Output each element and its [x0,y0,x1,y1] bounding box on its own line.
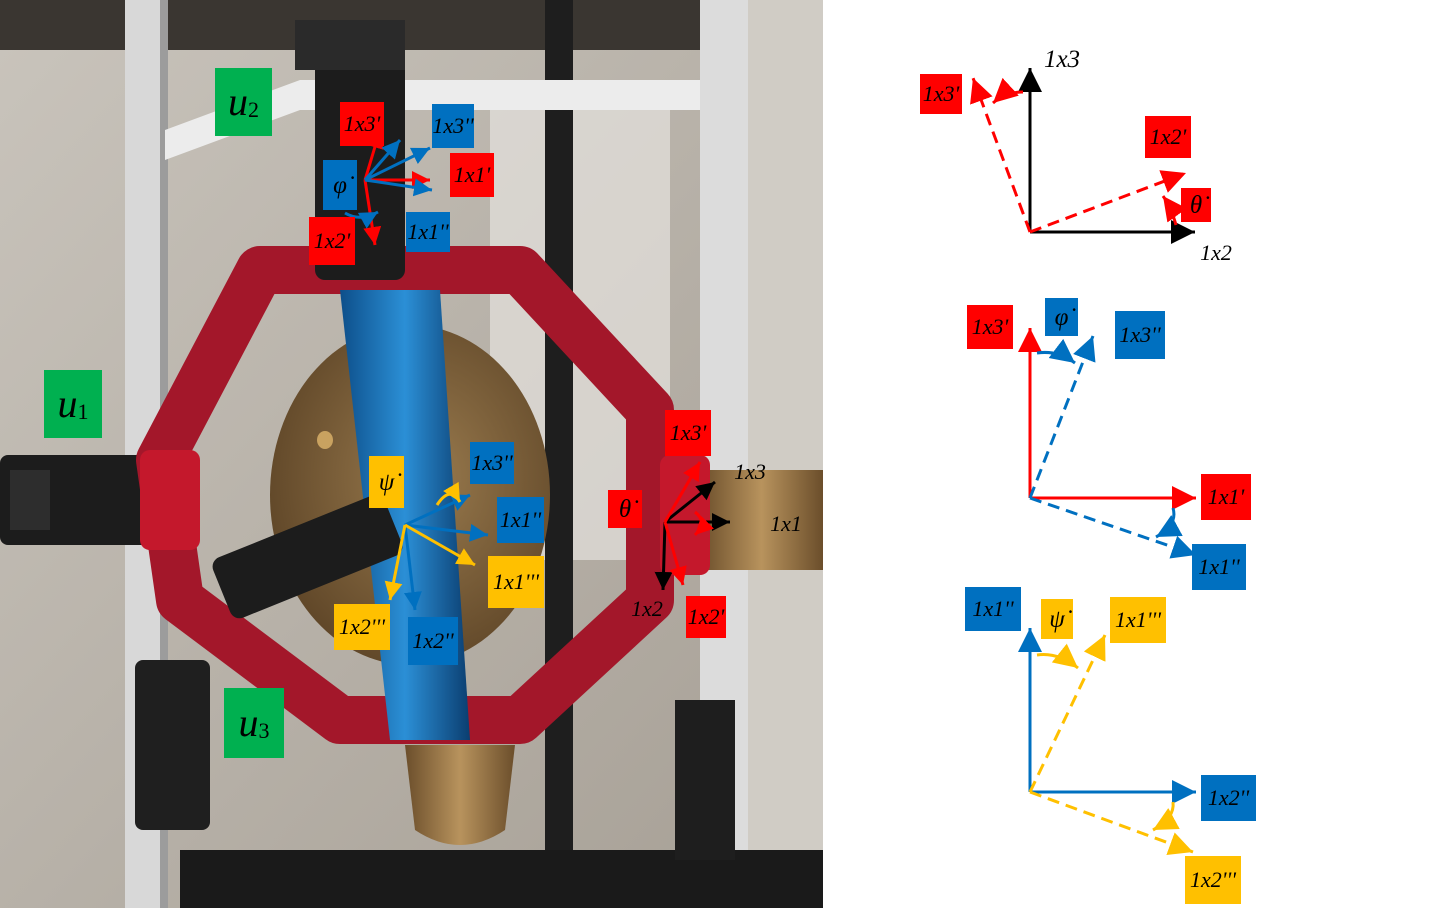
label-x1: 1x1 [770,511,802,536]
label-x3-prime-right: 1x3' [665,410,711,456]
middle-vertical-label: 1x3' [967,305,1013,349]
label-x3: 1x3 [734,459,766,484]
middle-rot-vertical-label: 1x3'' [1115,311,1165,359]
top-vertical-label: 1x3 [1043,45,1081,73]
bottom-frame [1018,628,1196,855]
theta-dot-label: θ̇ [608,490,642,528]
middle-angle-label: φ̇ [1045,298,1078,336]
psi-dot-label: ψ̇ [369,456,404,508]
bottom-vertical-label: 1x1'' [965,587,1021,631]
top-frame [970,68,1195,244]
label-x1-double-prime: 1x1'' [406,212,450,252]
bottom-horizontal-label: 1x2'' [1201,775,1256,821]
top-horizontal-label: 1x2 [1200,240,1232,265]
frame-arrows [970,68,1197,855]
photo-arrows [344,129,730,611]
label-x1-triple-prime: 1x1''' [488,556,544,608]
middle-rot-horizontal-label: 1x1'' [1192,544,1246,590]
label-x2: 1x2 [631,596,663,621]
phi-dot-label: φ̇ [323,160,357,210]
label-x2-prime: 1x2' [309,217,355,265]
middle-horizontal-label: 1x1' [1201,474,1251,520]
top-angle-label: θ̇ [1181,188,1211,222]
top-rot-vertical-label: 1x3' [920,74,962,114]
label-x3-prime: 1x3' [340,102,384,146]
label-x3-double-prime: 1x3'' [432,104,474,148]
frame-diagrams: 1x3 1x3' 1x2' θ̇ 1x2 1x3' φ̇ 1x3'' 1x1' … [823,0,1433,908]
bottom-rot-horizontal-label: 1x2''' [1185,856,1241,904]
label-x2-double-prime: 1x2'' [408,617,458,665]
label-x2-triple-prime: 1x2''' [334,604,390,650]
bottom-rot-vertical-label: 1x1''' [1110,597,1166,643]
top-rot-horizontal-label: 1x2' [1145,116,1191,158]
label-x3-double-prime-middle: 1x3'' [470,442,514,484]
label-x1-prime: 1x1' [450,153,494,197]
middle-frame [1018,328,1197,559]
label-x2-prime-right: 1x2' [686,596,726,638]
bottom-angle-label: ψ̇ [1041,599,1073,639]
label-x1-double-prime-middle: 1x1'' [497,497,544,543]
